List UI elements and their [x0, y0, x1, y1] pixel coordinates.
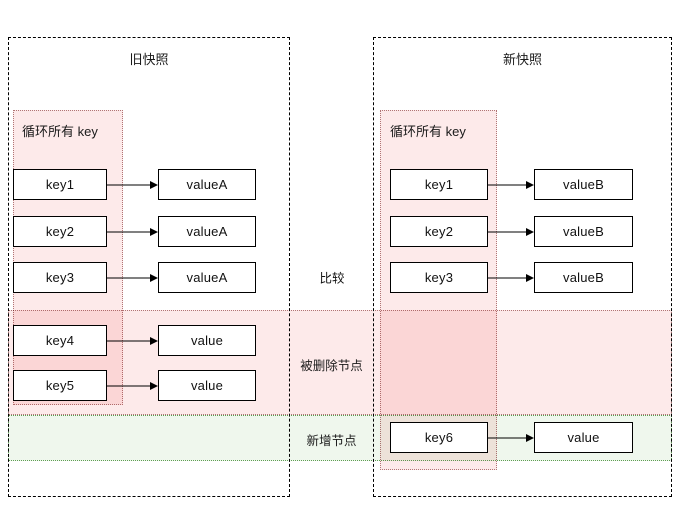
left-value-node-1[interactable]: valueA — [158, 169, 256, 200]
left-value-node-4[interactable]: value — [158, 325, 256, 356]
right-snapshot-title: 新快照 — [502, 52, 542, 67]
right-arrow-1 — [488, 169, 534, 200]
left-arrow-5 — [107, 370, 158, 401]
right-arrow-4 — [488, 422, 534, 453]
right-value-node-2[interactable]: valueB — [534, 216, 633, 247]
left-key-node-1[interactable]: key1 — [13, 169, 107, 200]
compare-indicator: 比较 — [293, 266, 371, 288]
left-loop-column — [13, 110, 123, 405]
left-arrow-4 — [107, 325, 158, 356]
left-snapshot-title: 旧快照 — [129, 52, 169, 67]
right-value-node-1[interactable]: valueB — [534, 169, 633, 200]
left-key-node-5[interactable]: key5 — [13, 370, 107, 401]
added-nodes-label: 新增节点 — [306, 434, 357, 448]
left-value-node-5[interactable]: value — [158, 370, 256, 401]
deleted-nodes-label: 被删除节点 — [300, 359, 363, 373]
right-value-node-3[interactable]: valueB — [534, 262, 633, 293]
left-loop-label: 循环所有 key — [22, 124, 98, 139]
right-snapshot-frame — [373, 37, 672, 497]
right-key-node-1[interactable]: key1 — [390, 169, 488, 200]
right-arrow-2 — [488, 216, 534, 247]
left-arrow-1 — [107, 169, 158, 200]
right-key-node-2[interactable]: key2 — [390, 216, 488, 247]
left-key-node-4[interactable]: key4 — [13, 325, 107, 356]
right-arrow-3 — [488, 262, 534, 293]
right-key-node-4[interactable]: key6 — [390, 422, 488, 453]
left-arrow-3 — [107, 262, 158, 293]
left-key-node-3[interactable]: key3 — [13, 262, 107, 293]
left-value-node-3[interactable]: valueA — [158, 262, 256, 293]
compare-label: 比较 — [293, 267, 371, 287]
right-key-node-3[interactable]: key3 — [390, 262, 488, 293]
left-key-node-2[interactable]: key2 — [13, 216, 107, 247]
right-loop-label: 循环所有 key — [390, 124, 466, 139]
left-snapshot-frame — [8, 37, 290, 497]
left-value-node-2[interactable]: valueA — [158, 216, 256, 247]
right-value-node-4[interactable]: value — [534, 422, 633, 453]
left-arrow-2 — [107, 216, 158, 247]
